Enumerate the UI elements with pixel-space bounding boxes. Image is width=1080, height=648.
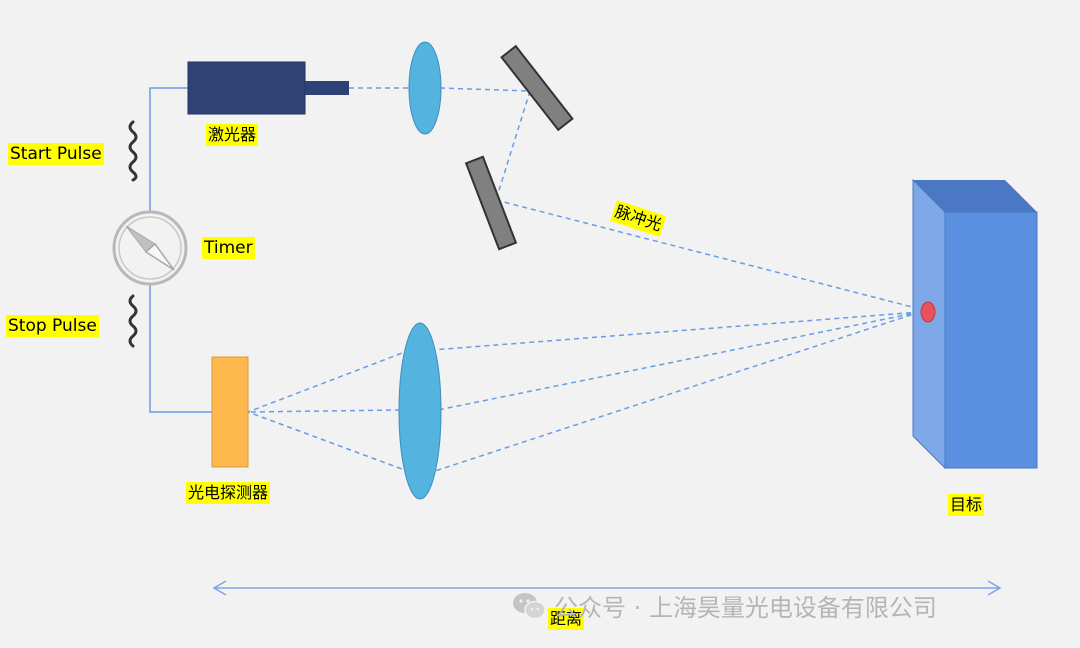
watermark: 公众号 · 上海昊量光电设备有限公司: [512, 588, 937, 623]
start-pulse-squiggle: [128, 120, 138, 182]
laser-device: [187, 61, 349, 115]
beam-mirror2-to-target: [495, 199, 921, 310]
beam-mirror1-to-mirror2: [495, 90, 531, 201]
target-box: [912, 178, 1038, 470]
start-pulse-label: Start Pulse: [8, 143, 104, 165]
laser-label: 激光器: [206, 124, 259, 146]
laser-spot: [920, 301, 936, 323]
return-beam-2: [437, 311, 921, 411]
focus-beam-3: [247, 411, 411, 473]
return-beam-3: [431, 311, 921, 473]
beam-lens-to-mirror1: [439, 87, 531, 92]
timer-label: Timer: [202, 237, 255, 259]
focus-beam-2: [247, 409, 401, 413]
timer-icon: [112, 210, 188, 286]
focus-beam-1: [247, 349, 411, 413]
photodetector: [211, 356, 249, 468]
return-beam-1: [431, 311, 921, 351]
stop-pulse-label: Stop Pulse: [6, 315, 99, 337]
receiving-lens: [398, 322, 442, 500]
mirror-2: [464, 155, 518, 251]
distance-label: 距离: [548, 608, 585, 630]
detector-label: 光电探测器: [186, 482, 271, 504]
start-wire: [149, 87, 188, 212]
stop-wire: [149, 284, 212, 413]
watermark-text: 公众号 · 上海昊量光电设备有限公司: [554, 594, 937, 622]
target-label: 目标: [948, 494, 985, 516]
collimating-lens: [408, 41, 442, 135]
stop-pulse-squiggle: [128, 294, 138, 348]
wechat-icon: [513, 592, 546, 619]
distance-arrow: [212, 580, 1002, 596]
mirror-1: [500, 44, 574, 132]
